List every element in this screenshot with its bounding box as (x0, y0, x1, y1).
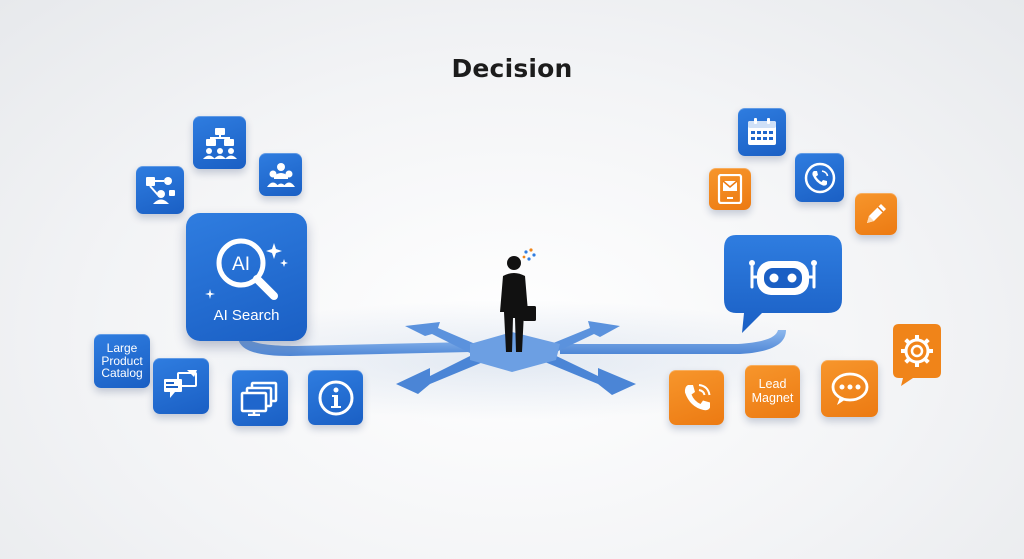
pencil-tile[interactable] (855, 193, 897, 235)
workflow-icon (146, 177, 175, 204)
tablet-mail-tile[interactable] (709, 168, 751, 210)
ai-search-icon: AI (205, 238, 288, 300)
comparison-tile[interactable] (153, 358, 209, 414)
org-chart-tile[interactable] (193, 116, 246, 169)
page-title: Decision (451, 54, 573, 83)
team-icon (266, 162, 295, 187)
arrow-up-right (546, 321, 620, 354)
chatbot-tile[interactable] (722, 233, 846, 337)
arrow-down-right (540, 352, 636, 395)
svg-text:AI: AI (232, 254, 250, 275)
large-product-catalog-label: Large Product Catalog (101, 340, 143, 381)
settings-tile[interactable] (891, 322, 943, 388)
ai-search-tile[interactable]: AI AI Search (186, 213, 307, 341)
crossroads-hub (470, 332, 560, 372)
settings-icon (901, 335, 933, 367)
ai-search-label: AI Search (213, 307, 280, 324)
team-tile[interactable] (259, 153, 302, 196)
pencil-icon (867, 204, 886, 223)
calendar-tile[interactable] (738, 108, 786, 156)
chatbot-icon (749, 260, 817, 295)
phone-call-icon (804, 162, 835, 193)
lead-magnet-label: Lead Magnet (751, 377, 794, 405)
info-tile[interactable] (308, 370, 363, 425)
arrow-up-left (405, 322, 480, 354)
phone-call-tile[interactable] (795, 153, 844, 202)
phone-icon (684, 383, 710, 410)
lead-magnet-tile[interactable]: Lead Magnet (745, 365, 800, 418)
arrow-down-left (396, 352, 488, 394)
left-road (238, 336, 470, 356)
tablet-mail-icon (717, 174, 743, 204)
multi-window-icon (240, 381, 278, 416)
workflow-tile[interactable] (136, 166, 184, 214)
speech-bubble-tile[interactable] (821, 360, 878, 417)
thinking-dots-icon (522, 248, 536, 261)
multi-window-tile[interactable] (232, 370, 288, 426)
phone-tile[interactable] (669, 370, 724, 425)
right-road (560, 330, 786, 354)
speech-bubble-icon (831, 372, 868, 405)
calendar-icon (748, 118, 776, 145)
businessman-figure (500, 256, 536, 352)
info-icon (318, 380, 353, 415)
org-chart-icon (202, 127, 237, 159)
large-product-catalog-tile[interactable]: Large Product Catalog (94, 334, 150, 388)
comparison-icon (164, 370, 197, 398)
